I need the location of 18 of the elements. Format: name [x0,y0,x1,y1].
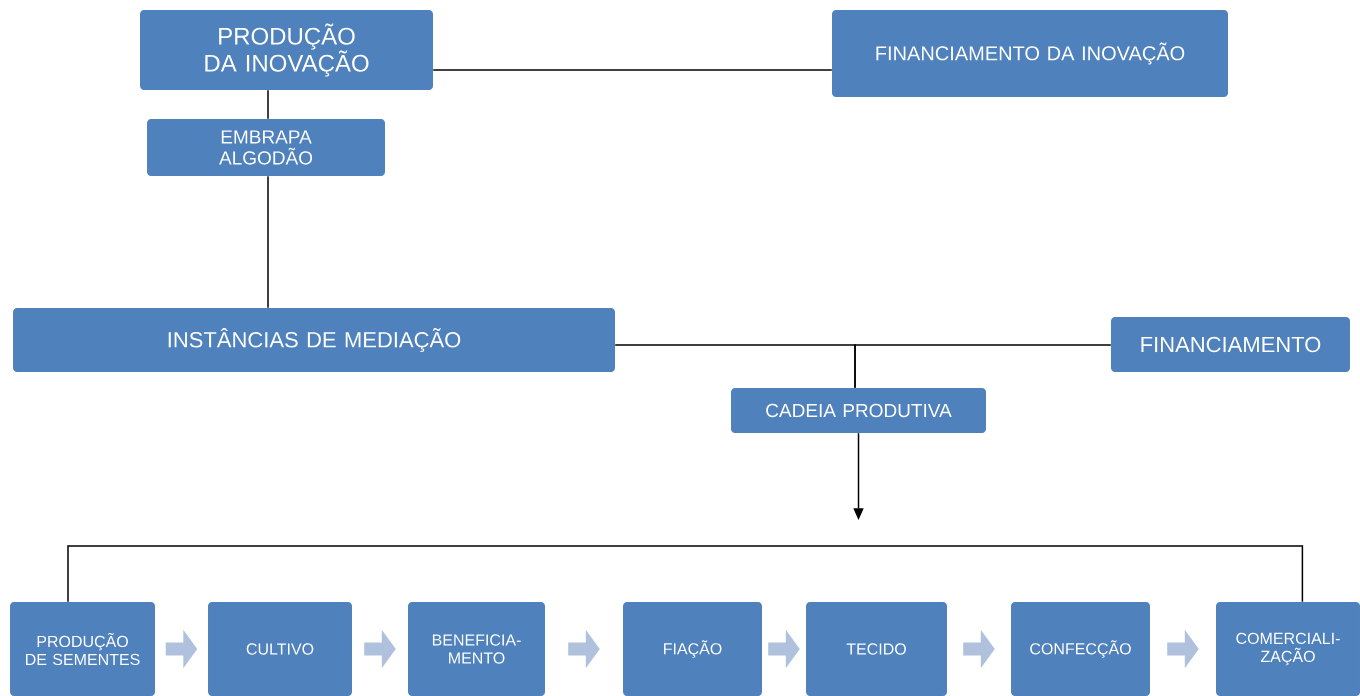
connector-line [854,344,1112,389]
process-box: COMERCIALI- ZAÇÃO [1216,602,1360,696]
process-box: TECIDO [806,602,947,696]
process-box: CULTIVO [208,602,352,696]
connector-line [267,89,269,120]
process-box: BENEFICIA- MENTO [408,602,545,696]
connector-line [267,175,269,309]
process-box: CADEIA PRODUTIVA [731,388,986,433]
process-box: PRODUÇÃO DE SEMENTES [10,602,155,696]
heading-box: FINANCIAMENTO [1111,317,1350,372]
heading-box: FINANCIAMENTO DA INOVAÇÃO [832,10,1228,97]
process-box: CONFECÇÃO [1011,602,1150,696]
heading-box: PRODUÇÃO DA INOVAÇÃO [140,10,433,90]
connector-line [432,69,833,71]
connector-line [67,545,1304,603]
process-box: EMBRAPA ALGODÃO [147,119,385,176]
process-box: FIAÇÃO [623,602,762,696]
heading-box: INSTÂNCIAS DE MEDIAÇÃO [13,308,615,372]
